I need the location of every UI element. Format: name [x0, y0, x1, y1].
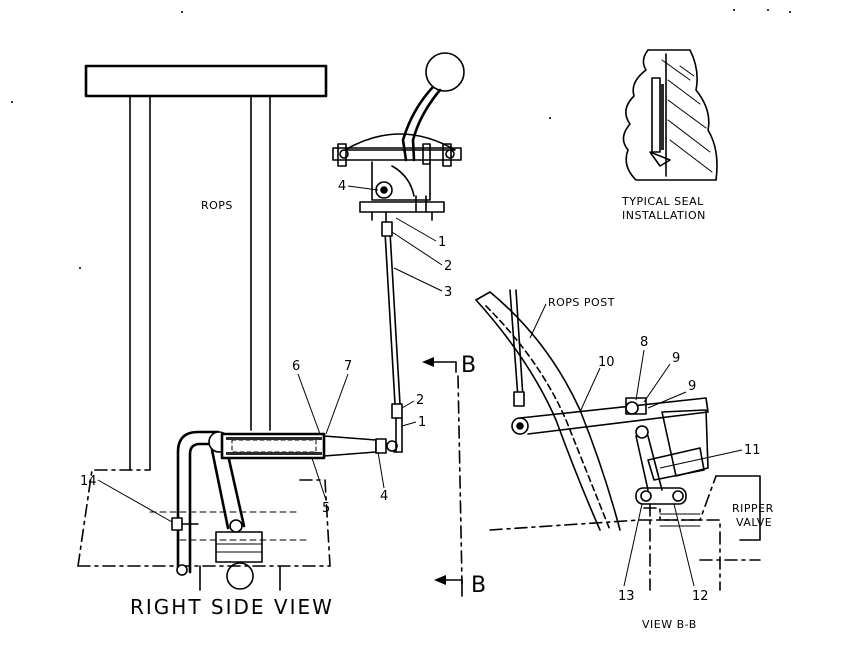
typical-seal-label-2: INSTALLATION: [622, 209, 706, 222]
callout-6: 6: [292, 359, 300, 374]
callout-8: 8: [640, 335, 648, 350]
callout-2-top: 2: [444, 259, 452, 274]
callouts-view-bb: 8 9 9 10 11 12 13: [579, 335, 761, 604]
ripper-label-1: RIPPER: [732, 502, 774, 515]
section-indicator-bb: B B: [422, 353, 486, 598]
callout-7: 7: [344, 359, 352, 374]
callout-14: 14: [80, 474, 97, 489]
rops-structure: ROPS: [84, 64, 328, 471]
typical-seal-label-1: TYPICAL SEAL: [621, 195, 704, 208]
callout-12: 12: [692, 589, 709, 604]
lever-knob: [425, 52, 465, 92]
right-side-view-title: RIGHT SIDE VIEW: [130, 595, 334, 619]
callout-13: 13: [618, 589, 635, 604]
callout-1-low: 1: [418, 415, 426, 430]
seal-detail: TYPICAL SEAL INSTALLATION: [621, 49, 718, 222]
callout-4-low: 4: [380, 489, 388, 504]
control-linkage-rod: [381, 211, 403, 453]
callout-9b: 9: [688, 379, 696, 394]
control-lever-assembly: [332, 52, 465, 221]
view-bb-title: VIEW B-B: [642, 618, 697, 631]
rops-label: ROPS: [201, 199, 233, 212]
support-bracket: [171, 430, 220, 576]
section-mark-b-bottom: B: [471, 573, 486, 598]
callout-9a: 9: [672, 351, 680, 366]
cylinder-assembly: [220, 432, 398, 460]
view-bb-drawing: RIPPER VALVE ROPS POST: [475, 289, 774, 591]
callout-1-top: 1: [438, 235, 446, 250]
callout-5: 5: [322, 501, 330, 516]
callout-10: 10: [598, 355, 615, 370]
callout-2-low: 2: [416, 393, 424, 408]
ripper-label-2: VALVE: [736, 516, 772, 529]
callout-11: 11: [744, 443, 761, 458]
callout-4-top: 4: [338, 179, 346, 194]
scan-marks: [11, 9, 791, 269]
callout-3: 3: [444, 285, 452, 300]
rops-post-label: ROPS POST: [548, 296, 615, 309]
callouts-right-side: 4 1 2 3 2 1 4 5 6 7 14: [80, 179, 452, 523]
machine-base: [77, 469, 331, 591]
section-mark-b-top: B: [461, 353, 476, 378]
